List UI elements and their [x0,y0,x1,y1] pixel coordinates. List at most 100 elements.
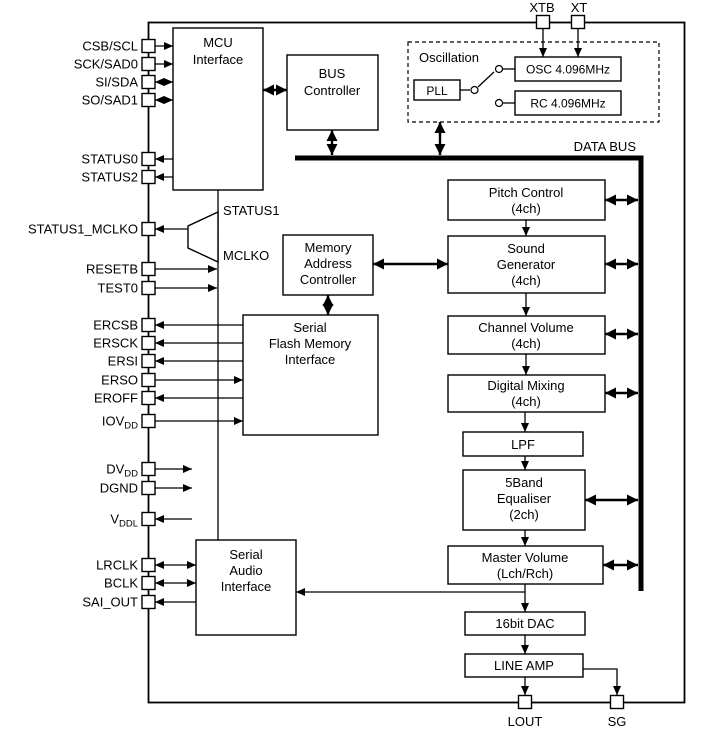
pin-dgnd-label: DGND [100,481,138,496]
bus-controller-label: Controller [304,83,361,98]
master-volume-label: Master Volume [482,550,569,565]
pin-lout-label: LOUT [508,714,543,729]
serial-audio-label: Interface [221,579,272,594]
pin-csb-scl-label: CSB/SCL [82,39,138,54]
block-channel-volume: Channel Volume (4ch) [447,315,606,355]
pin-sai-out-label: SAI_OUT [82,595,138,610]
digital-mixing-label: (4ch) [511,394,541,409]
data-bus [295,155,644,591]
memory-address-controller-label: Address [304,256,352,271]
bus-arrows [263,84,638,571]
block-master-volume: Master Volume (Lch/Rch) [447,545,604,585]
pin-iovdd-label: IOVDD [102,414,138,432]
pin-dgnd [141,480,156,496]
top-pins: XTB XT [529,0,587,30]
pin-status1-mclko [141,221,156,237]
channel-volume-label: Channel Volume [478,320,573,335]
pin-sai-out [141,594,156,610]
block-pitch-control: Pitch Control (4ch) [447,179,606,221]
wire-sg [583,668,621,695]
line-amp-label: LINE AMP [494,658,554,673]
serial-audio-interface-box [195,539,297,636]
mcu-interface-label: Interface [193,52,244,67]
pin-eroff-label: EROFF [94,391,138,406]
pin-iovdd [141,413,156,429]
osc-box [514,56,622,82]
pin-dvdd-label: DVDD [106,462,138,480]
pin-sck-sad0-label: SCK/SAD0 [74,57,138,72]
memory-address-controller-label: Controller [300,272,357,287]
pin-ersck [141,335,156,351]
pin-vddl-label: VDDL [110,512,138,530]
block-serial-flash-memory-interface: Serial Flash Memory Interface [242,314,379,436]
block-mcu-interface: MCU Interface [172,27,264,191]
left-pin-wires [155,42,243,606]
pin-si-sda-label: SI/SDA [95,75,138,90]
switch-pole [470,85,479,95]
bottom-pins: LOUT SG [508,694,627,729]
block-memory-address-controller: Memory Address Controller [282,234,374,296]
equaliser-label: Equaliser [497,491,552,506]
osc-label: OSC 4.096MHz [526,63,610,77]
line-amp-box [464,653,584,678]
block-serial-audio-interface: Serial Audio Interface [195,539,297,636]
signal-chain-wires [296,220,621,695]
pin-resetb-label: RESETB [86,262,138,277]
pin-lout [517,694,533,710]
sound-generator-label: Sound [507,241,545,256]
pin-status1-mclko-label: STATUS1_MCLKO [28,222,138,237]
channel-volume-box [447,315,606,355]
switch-contact-osc [494,64,504,74]
serial-audio-label: Audio [229,563,262,578]
pin-test0 [141,280,156,296]
block-bus-controller: BUS Controller [286,54,379,131]
bus-controller-label: BUS [319,66,346,81]
pin-ersi-label: ERSI [108,354,138,369]
block-oscillation: Oscillation PLL OSC 4.096MHz RC 4.096MHz [407,41,660,123]
master-volume-label: (Lch/Rch) [497,566,553,581]
pin-status2 [141,169,156,185]
equaliser-label: 5Band [505,475,543,490]
switch-contact-rc [494,98,504,108]
block-lpf: LPF [462,431,584,457]
mcu-interface-label: MCU [203,35,233,50]
pin-sg-label: SG [608,714,627,729]
pin-bclk [141,575,156,591]
serial-flash-label: Interface [285,352,336,367]
switch-lever [477,71,495,88]
left-pins: CSB/SCL SCK/SAD0 SI/SDA SO/SAD1 STATUS0 … [28,39,156,610]
pin-xt [570,14,586,30]
pll-label: PLL [426,84,448,98]
pin-ersck-label: ERSCK [93,336,138,351]
serial-audio-label: Serial [229,547,262,562]
pin-status0-label: STATUS0 [81,152,138,167]
lpf-box [462,431,584,457]
sound-generator-label: Generator [497,257,556,272]
pin-so-sad1-label: SO/SAD1 [82,93,138,108]
sound-generator-label: (4ch) [511,273,541,288]
block-equaliser: 5Band Equaliser (2ch) [462,469,586,531]
mclko-label: MCLKO [223,248,269,263]
data-bus-label: DATA BUS [574,139,637,154]
digital-mixing-box [447,374,606,413]
sound-generator-box [447,235,606,294]
memory-address-controller-label: Memory [305,240,352,255]
bus-controller-box [286,54,379,131]
memory-address-controller-box [282,234,374,296]
top-pin-wires [539,29,582,57]
pin-status0 [141,151,156,167]
pin-ercsb-label: ERCSB [93,318,138,333]
pin-lrclk [141,557,156,573]
pin-ercsb [141,317,156,333]
status1-label: STATUS1 [223,203,280,218]
pitch-control-label: (4ch) [511,201,541,216]
oscillation-label: Oscillation [419,50,479,65]
pin-resetb [141,261,156,277]
serial-flash-memory-interface-box [242,314,379,436]
digital-mixing-label: Digital Mixing [487,378,564,393]
pin-si-sda [141,74,156,90]
pin-lrclk-label: LRCLK [96,558,138,573]
pitch-control-label: Pitch Control [489,185,564,200]
dac-label: 16bit DAC [495,616,554,631]
